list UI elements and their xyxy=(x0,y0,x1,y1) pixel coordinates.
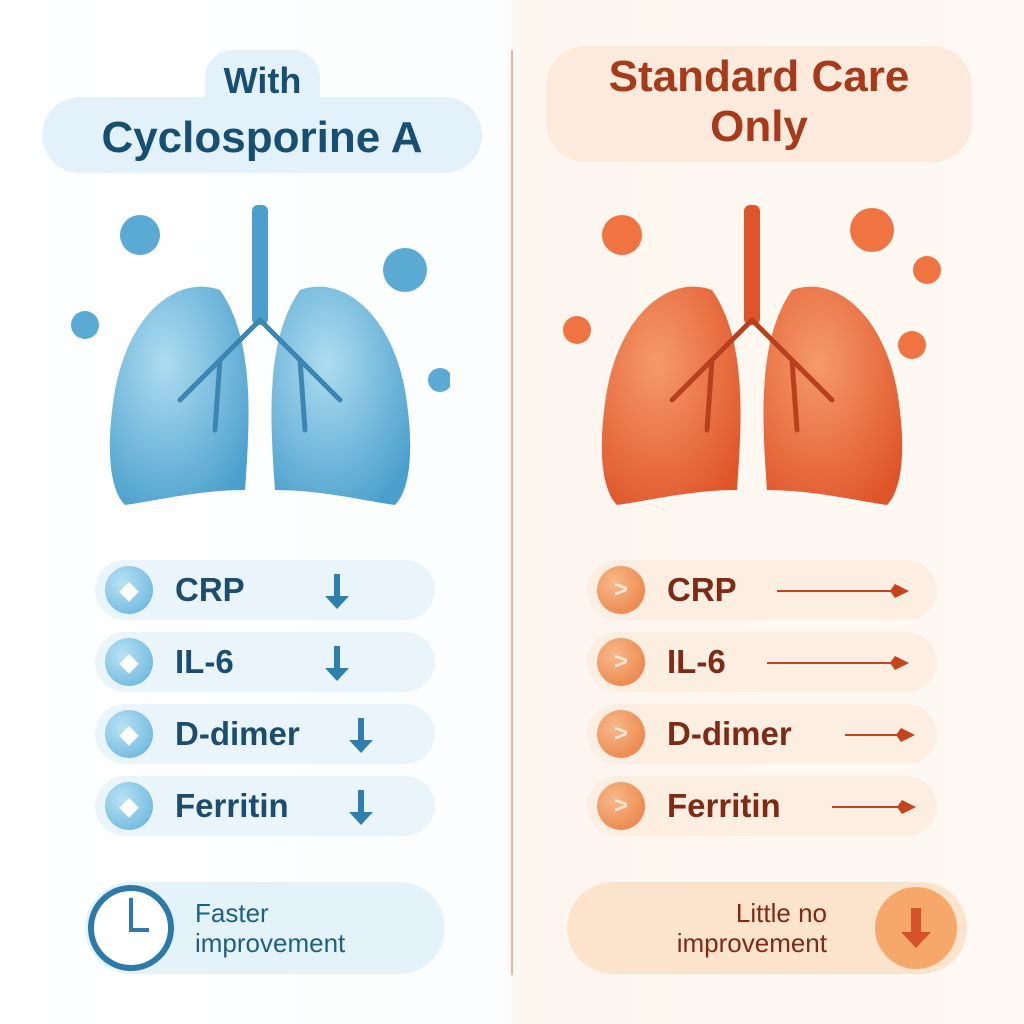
biomarker-row: ◆ Ferritin xyxy=(95,776,435,836)
left-lung xyxy=(109,286,249,505)
biomarker-row: > D-dimer xyxy=(587,704,937,764)
summary-line1: Little no xyxy=(735,898,827,928)
biomarker-row: ◆ CRP xyxy=(95,560,435,620)
lungs-illustration-blue xyxy=(71,205,450,505)
biomarker-row: > CRP xyxy=(587,560,937,620)
outcome-summary: Faster improvement xyxy=(85,882,445,974)
chevron-right-icon: > xyxy=(597,566,645,614)
biomarker-row: > Ferritin xyxy=(587,776,937,836)
arrow-down-icon xyxy=(349,718,373,753)
biomarker-label: Ferritin xyxy=(175,787,289,824)
arrow-right-icon xyxy=(777,584,909,598)
summary-line1: Faster xyxy=(195,898,269,928)
title-drug: Cyclosporine A xyxy=(101,113,423,162)
arrow-down-icon xyxy=(325,646,349,681)
biomarker-label: IL-6 xyxy=(667,643,726,680)
title-bubble: Standard Care Only xyxy=(546,46,972,162)
arrow-down-badge xyxy=(875,887,957,969)
biomarker-bullet-icon: ◆ xyxy=(105,710,153,758)
chevron-right-icon: > xyxy=(597,782,645,830)
chevron-right-icon: > xyxy=(597,710,645,758)
arrow-down-icon xyxy=(325,574,349,609)
biomarker-row: ◆ D-dimer xyxy=(95,704,435,764)
right-lung xyxy=(763,286,903,505)
clock-icon xyxy=(88,885,174,971)
trachea xyxy=(252,205,268,325)
summary-line2: improvement xyxy=(195,928,346,958)
title-with: With xyxy=(205,50,320,105)
biomarker-label: Ferritin xyxy=(667,787,781,824)
biomarker-list: > CRP > IL-6 > D-dimer > Ferritin xyxy=(587,560,937,848)
panel-divider xyxy=(511,50,513,975)
right-lung xyxy=(271,286,411,505)
standard-care-panel: Standard Care Only > CRP > IL-6 > xyxy=(512,0,1024,1024)
biomarker-label: D-dimer xyxy=(175,715,300,752)
outcome-summary: Little no improvement xyxy=(567,882,967,974)
lungs-illustration-red xyxy=(563,205,941,505)
chevron-right-icon: > xyxy=(597,638,645,686)
arrow-right-icon xyxy=(767,656,909,670)
biomarker-label: CRP xyxy=(175,571,245,608)
biomarker-label: CRP xyxy=(667,571,737,608)
arrow-right-icon xyxy=(832,800,916,814)
biomarker-row: > IL-6 xyxy=(587,632,937,692)
biomarker-label: D-dimer xyxy=(667,715,792,752)
biomarker-bullet-icon: ◆ xyxy=(105,566,153,614)
title-line1: Standard Care xyxy=(608,52,910,101)
biomarker-label: IL-6 xyxy=(175,643,234,680)
biomarker-list: ◆ CRP ◆ IL-6 ◆ D-dimer ◆ Ferritin xyxy=(95,560,435,848)
arrow-down-icon xyxy=(349,790,373,825)
biomarker-bullet-icon: ◆ xyxy=(105,782,153,830)
virus-icon xyxy=(71,215,450,392)
cyclosporine-panel: With Cyclosporine A ◆ CRP ◆ IL-6 xyxy=(42,50,482,974)
title-bubble: Cyclosporine A xyxy=(42,97,482,173)
trachea xyxy=(744,205,760,325)
virus-icon xyxy=(563,208,941,359)
title-line2: Only xyxy=(710,102,808,151)
arrow-down-icon xyxy=(901,908,931,948)
arrow-right-icon xyxy=(845,728,915,742)
biomarker-bullet-icon: ◆ xyxy=(105,638,153,686)
summary-line2: improvement xyxy=(676,928,827,958)
left-lung xyxy=(601,286,741,505)
biomarker-row: ◆ IL-6 xyxy=(95,632,435,692)
